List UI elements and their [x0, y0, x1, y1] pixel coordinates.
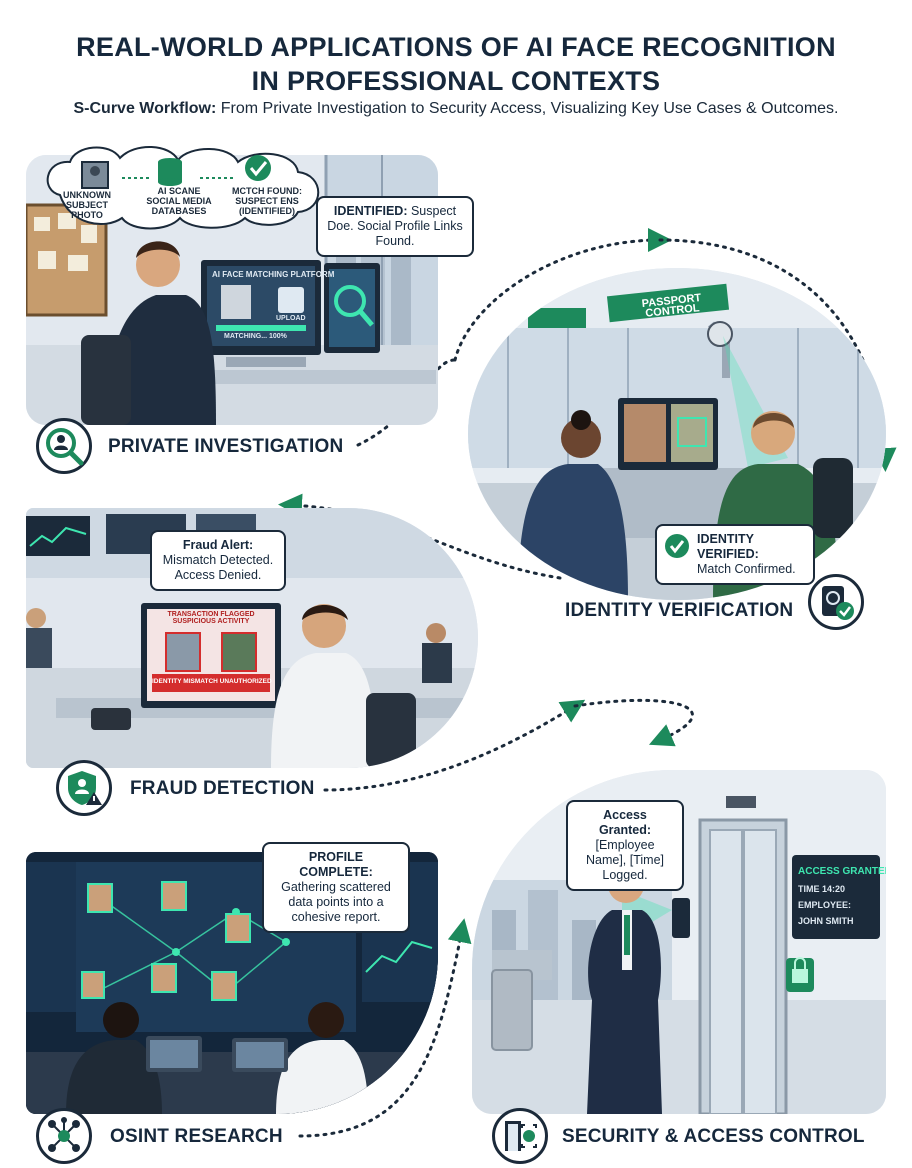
access-display-line1: ACCESS GRANTED	[798, 866, 886, 877]
screen-upload[interactable]: UPLOAD	[276, 315, 306, 322]
check-circle-icon	[665, 534, 689, 558]
page-subtitle: S-Curve Workflow: From Private Investiga…	[0, 100, 912, 118]
building-access-scene	[472, 770, 886, 1114]
fraud-screen-alert: IDENTITY MISMATCH UNAUTHORIZED	[152, 678, 272, 685]
identity-verification-label: IDENTITY VERIFICATION	[565, 600, 794, 621]
screen-progress: MATCHING... 100%	[224, 333, 287, 340]
fraud-screen-title: TRANSACTION FLAGGED SUSPICIOUS ACTIVITY	[167, 611, 255, 625]
osint-research-label: OSINT RESEARCH	[110, 1126, 283, 1147]
access-display-line3: EMPLOYEE:	[798, 900, 852, 910]
identified-bubble: IDENTIFIED: Suspect Doe. Social Profile …	[316, 196, 474, 257]
identity-verified-bold: IDENTITY VERIFIED:	[697, 532, 759, 561]
private-investigation-badge	[36, 418, 92, 474]
access-display-line4: JOHN SMITH	[798, 916, 854, 926]
fraud-detection-badge	[56, 760, 112, 816]
network-nodes-icon	[48, 1117, 80, 1152]
profile-complete-bubble: PROFILE COMPLETE:Gathering scattered dat…	[262, 842, 410, 933]
security-access-badge	[492, 1108, 548, 1164]
fraud-detection-panel: TRANSACTION FLAGGED SUSPICIOUS ACTIVITY …	[26, 508, 478, 768]
flow-step-3: MCTCH FOUND: SUSPECT ENS (IDENTIFIED)	[232, 186, 302, 216]
security-access-label: SECURITY & ACCESS CONTROL	[562, 1126, 865, 1147]
subtitle-text: From Private Investigation to Security A…	[216, 100, 839, 117]
door-face-scan-icon	[505, 1121, 537, 1151]
access-granted-bubble: Access Granted:[Employee Name], [Time] L…	[566, 800, 684, 891]
osint-research-badge	[36, 1108, 92, 1164]
identified-bold: IDENTIFIED:	[333, 204, 408, 218]
access-granted-text: [Employee Name], [Time] Logged.	[585, 838, 665, 882]
title-line-1: REAL-WORLD APPLICATIONS OF AI FACE RECOG…	[76, 32, 836, 62]
subtitle-bold: S-Curve Workflow:	[73, 100, 217, 117]
flow-step-1: UNKNOWN SUBJECT PHOTO	[63, 190, 111, 220]
magnifier-person-icon	[46, 428, 84, 466]
identified-text: Suspect Doe. Social Profile Links Found.	[327, 204, 463, 248]
fraud-detection-label: FRAUD DETECTION	[130, 778, 315, 799]
flow-step-2: AI SCANE SOCIAL MEDIA DATABASES	[146, 186, 212, 216]
passport-check-icon	[822, 586, 854, 620]
security-access-panel: ACCESS GRANTED TIME 14:20 EMPLOYEE: JOHN…	[472, 770, 886, 1114]
workflow-cloud	[46, 145, 320, 230]
profile-complete-text: Gathering scattered data points into a c…	[281, 880, 391, 924]
fraud-alert-bubble: Fraud Alert:Mismatch Detected. Access De…	[150, 530, 286, 591]
fraud-alert-bold: Fraud Alert:	[182, 538, 254, 552]
access-granted-bold: Access Granted:	[598, 808, 652, 837]
private-investigation-label: PRIVATE INVESTIGATION	[108, 436, 344, 457]
screen-title: AI FACE MATCHING PLATFORM	[212, 270, 335, 279]
title-line-2: IN PROFESSIONAL CONTEXTS	[251, 66, 661, 96]
page-title: REAL-WORLD APPLICATIONS OF AI FACE RECOG…	[0, 30, 912, 98]
identity-verified-text: Match Confirmed.	[697, 562, 796, 576]
access-display-line2: TIME 14:20	[798, 884, 846, 894]
identity-verified-bubble: IDENTITY VERIFIED:Match Confirmed.	[655, 524, 815, 585]
profile-complete-bold: PROFILE COMPLETE:	[299, 850, 373, 879]
identity-verification-badge	[808, 574, 864, 630]
connector-7	[298, 918, 472, 1138]
connector-6	[573, 698, 694, 747]
shield-alert-icon	[68, 771, 102, 805]
fraud-alert-text: Mismatch Detected. Access Denied.	[162, 553, 274, 582]
